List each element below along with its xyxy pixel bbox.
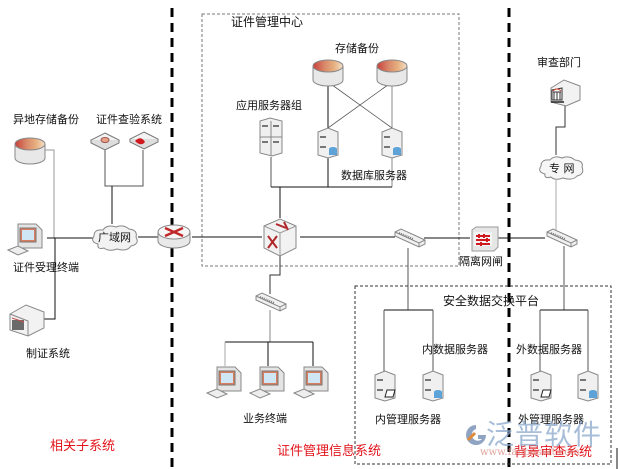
core-switch-icon [263, 218, 297, 257]
wan-label: 广域网 [98, 231, 131, 244]
wan-cloud-icon [92, 225, 138, 251]
private-net-label: 专 网 [549, 162, 575, 175]
verify-system-label: 证件查验系统 [96, 113, 162, 126]
accept-terminal-label: 证件受理终端 [13, 261, 79, 274]
management-server-icon [530, 370, 552, 402]
center-group-title: 证件管理中心 [231, 15, 304, 29]
database-server-icon [422, 370, 444, 402]
computer-terminal-icon [6, 223, 43, 256]
section-related-label: 相关子系统 [50, 439, 116, 454]
watermark-brand: 泛普软件 [486, 418, 603, 451]
firewall-gateway-icon [471, 226, 499, 252]
review-dept-label: 审查部门 [537, 56, 581, 69]
private-network-cloud-icon [539, 156, 584, 180]
computer-terminal-icon [292, 366, 329, 399]
database-server-icon [317, 127, 339, 159]
switch-icon [394, 228, 426, 248]
remote-backup-label: 异地存储备份 [13, 113, 79, 126]
exchange-box [354, 285, 612, 465]
section-background-label: 背景审查系统 [514, 445, 593, 460]
switch-icon [255, 292, 287, 312]
storage-backup-label: 存储备份 [335, 42, 379, 55]
storage-disk-icon [14, 137, 46, 165]
management-server-icon [374, 370, 396, 402]
verify-device-icon [129, 131, 159, 150]
storage-disk-icon [312, 59, 344, 87]
inner-data-server-label: 内数据服务器 [422, 343, 488, 356]
center-box [201, 13, 460, 267]
computer-terminal-icon [205, 366, 242, 399]
router-icon [157, 224, 191, 249]
storage-disk-icon [376, 59, 408, 87]
app-servers-label: 应用服务器组 [236, 99, 302, 112]
government-building-icon [550, 79, 581, 107]
inner-mgmt-server-label: 内管理服务器 [375, 413, 441, 426]
database-server-icon [381, 127, 403, 159]
db-servers-label: 数据库服务器 [341, 169, 407, 182]
exchange-group-title: 安全数据交换平台 [443, 294, 540, 308]
business-terminal-label: 业务终端 [243, 412, 287, 425]
section-cert-info-label: 证件管理信息系统 [277, 444, 382, 459]
gateway-label: 隔离网闸 [459, 255, 503, 268]
computer-terminal-icon [248, 366, 285, 399]
database-server-icon [577, 370, 599, 402]
card-printer-icon [9, 304, 45, 337]
outer-mgmt-server-label: 外管理服务器 [518, 413, 584, 426]
brand-logo-icon [466, 425, 486, 445]
make-system-label: 制证系统 [26, 347, 70, 360]
outer-data-server-label: 外数据服务器 [516, 343, 582, 356]
switch-icon [546, 228, 578, 248]
server-rack-icon [259, 117, 283, 157]
watermark-url: www.fanpusoft.com [480, 447, 580, 458]
verify-device-icon [90, 132, 120, 151]
